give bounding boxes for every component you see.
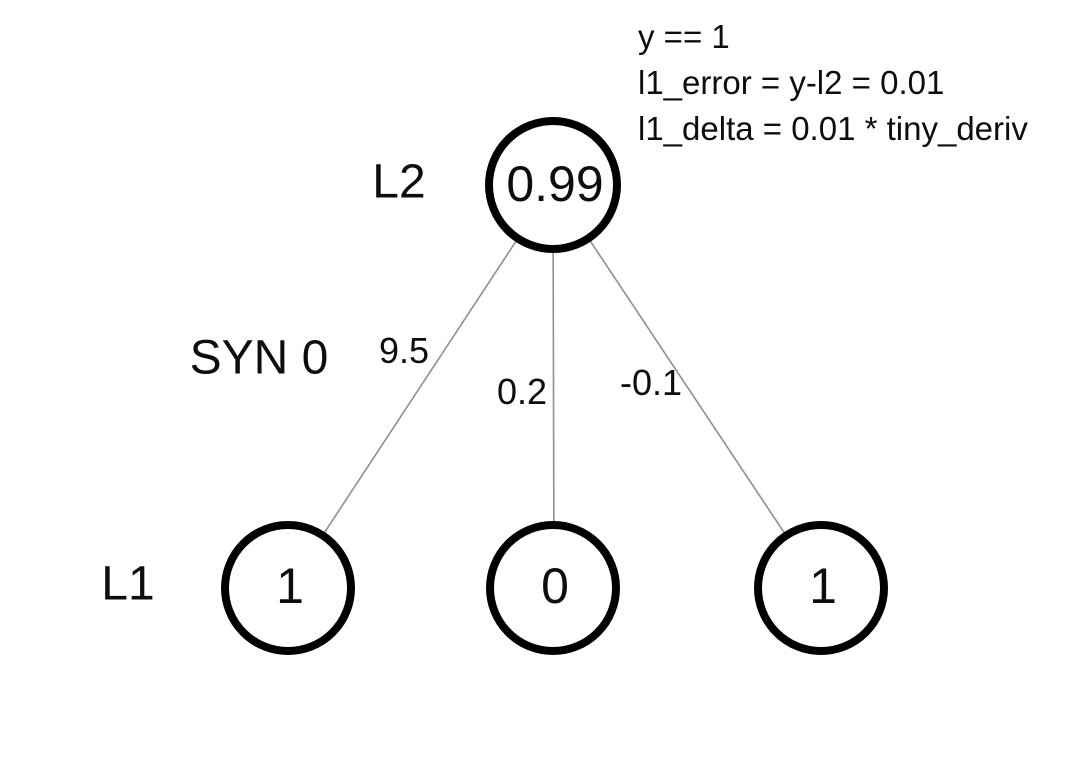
- l1-node-circle-1: [221, 521, 355, 655]
- annotation-line-delta: l1_delta = 0.01 * tiny_deriv: [638, 110, 1028, 147]
- l1-node-circle-2: [486, 521, 620, 655]
- l1-node-value-2: 0: [541, 558, 569, 614]
- l2-layer-label: L2: [372, 155, 426, 209]
- edge-line-right: [552, 184, 822, 589]
- l2-node-value: 0.99: [506, 156, 604, 212]
- weight-label-right: -0.1: [619, 362, 683, 403]
- annotation-block: y == 1 l1_error = y-l2 = 0.01 l1_delta =…: [638, 14, 1028, 152]
- l2-node-circle: [485, 117, 621, 253]
- l1-node-value-1: 1: [276, 558, 304, 614]
- annotation-line-y: y == 1: [638, 18, 730, 55]
- l1-node-circle-3: [754, 521, 888, 655]
- edge-line-left: [287, 184, 554, 589]
- l1-layer-label: L1: [101, 557, 155, 611]
- weight-label-left: 9.5: [378, 330, 430, 371]
- syn0-label: SYN 0: [189, 331, 329, 385]
- weight-label-middle: 0.2: [496, 371, 548, 412]
- annotation-line-error: l1_error = y-l2 = 0.01: [638, 64, 945, 101]
- l1-node-value-3: 1: [809, 558, 837, 614]
